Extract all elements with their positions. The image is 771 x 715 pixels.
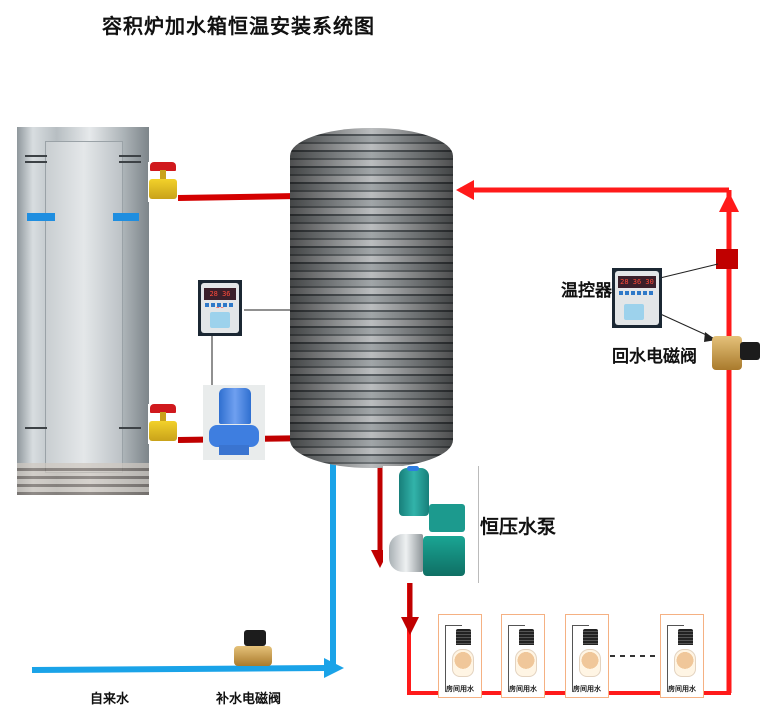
vent bbox=[25, 161, 47, 163]
child-icon bbox=[674, 649, 696, 677]
wire-thermostat-valve bbox=[655, 311, 714, 339]
shower-head-icon bbox=[519, 629, 534, 645]
room-2: 房间用水 bbox=[501, 614, 545, 698]
vent bbox=[119, 155, 141, 157]
boiler bbox=[17, 127, 149, 495]
room-4: 房间用水 bbox=[660, 614, 704, 698]
hot-pipe-boiler-to-tank bbox=[177, 193, 299, 201]
arrow-into-tank-right bbox=[456, 180, 474, 200]
circulation-pump bbox=[203, 385, 265, 460]
vent bbox=[119, 427, 141, 429]
room-3: 房间用水 bbox=[565, 614, 609, 698]
return-solenoid-valve bbox=[712, 330, 760, 372]
diagram-title: 容积炉加水箱恒温安装系统图 bbox=[102, 14, 375, 38]
water-tank bbox=[290, 128, 453, 468]
cold-pipe-inlet bbox=[31, 665, 327, 673]
shower-head-icon bbox=[456, 629, 471, 645]
thermostat-return: 28 36 30 bbox=[612, 268, 662, 328]
thermostat-tank: 28 36 30 bbox=[198, 280, 242, 336]
booster-pump-label: 恒压水泵 bbox=[480, 516, 557, 538]
shower-head-icon bbox=[678, 629, 693, 645]
boiler-floor bbox=[17, 463, 149, 495]
boiler-door bbox=[45, 141, 123, 473]
gate-valve-bottom bbox=[148, 404, 178, 444]
vent bbox=[119, 161, 141, 163]
shower-head-icon bbox=[583, 629, 598, 645]
arrow-return-up bbox=[719, 192, 739, 212]
booster-pump bbox=[383, 466, 479, 583]
boiler-stripe-right bbox=[113, 213, 139, 221]
child-icon bbox=[452, 649, 474, 677]
temperature-sensor bbox=[716, 249, 738, 269]
child-icon bbox=[515, 649, 537, 677]
tap-water-label: 自来水 bbox=[90, 692, 130, 707]
arrow-booster-down bbox=[401, 617, 419, 635]
thermostat-label: 温控器 bbox=[561, 281, 612, 301]
vent bbox=[25, 155, 47, 157]
makeup-solenoid-valve bbox=[232, 628, 274, 670]
gate-valve-top bbox=[148, 162, 178, 202]
return-valve-label: 回水电磁阀 bbox=[612, 347, 697, 367]
wire-thermostat-sensor bbox=[659, 263, 719, 279]
child-icon bbox=[579, 649, 601, 677]
room-1: 房间用水 bbox=[438, 614, 482, 698]
vent bbox=[25, 427, 47, 429]
boiler-stripe-left bbox=[27, 213, 55, 221]
makeup-valve-label: 补水电磁阀 bbox=[216, 692, 282, 707]
